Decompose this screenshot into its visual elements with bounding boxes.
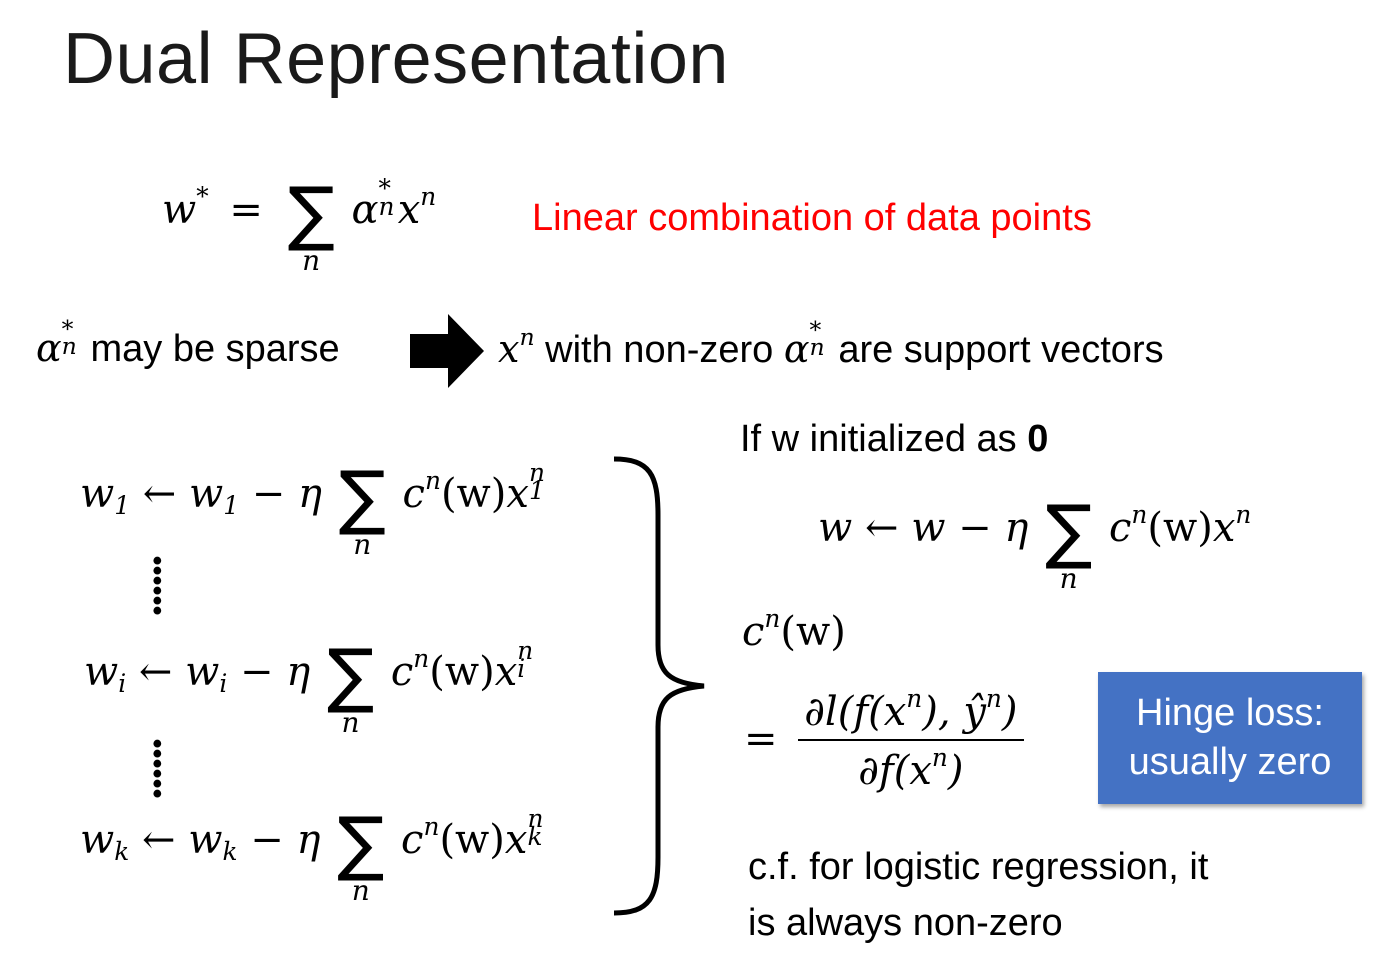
derivative-fraction: = ∂l(f(xn), ŷn) ∂f(xn) — [744, 684, 1024, 794]
right-curly-brace-icon — [613, 456, 705, 916]
support-vectors-line: xn with non-zero α*n are support vectors — [498, 315, 1164, 371]
cf-note-line-1: c.f. for logistic regression, it — [748, 846, 1209, 888]
sparse-line: α*n may be sparse — [36, 314, 340, 370]
init-condition: If w initialized as 0 — [740, 418, 1049, 460]
hinge-loss-callout: Hinge loss: usually zero — [1098, 672, 1362, 804]
right-block-arrow-icon — [410, 314, 484, 388]
summation-symbol: ∑n — [287, 172, 335, 277]
cn-label: cn(w) — [742, 604, 846, 655]
cf-note-line-2: is always non-zero — [748, 902, 1063, 944]
vector-update: w ← w − η ∑n cn(w)xn — [818, 490, 1252, 595]
vertical-dots-lower: ...... — [150, 708, 165, 808]
linear-combination-note: Linear combination of data points — [532, 197, 1092, 239]
vertical-dots-upper: ...... — [150, 525, 165, 625]
slide-title: Dual Representation — [63, 19, 729, 99]
